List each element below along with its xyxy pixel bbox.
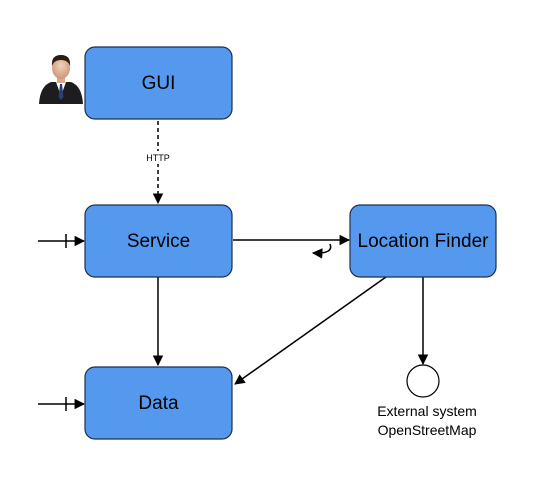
node-gui-label: GUI bbox=[142, 73, 176, 94]
edge-label-http: HTTP bbox=[146, 153, 170, 163]
node-location-finder[interactable]: Location Finder bbox=[349, 204, 497, 278]
external-system-label-line2: OpenStreetMap bbox=[378, 422, 477, 438]
node-service[interactable]: Service bbox=[84, 204, 233, 278]
node-data-label: Data bbox=[138, 393, 179, 414]
node-service-label: Service bbox=[127, 231, 190, 252]
external-system-node[interactable] bbox=[406, 364, 440, 398]
node-gui[interactable]: GUI bbox=[84, 46, 233, 120]
external-system-label-line1: External system bbox=[377, 403, 477, 419]
edge-location-finder-data bbox=[234, 276, 387, 385]
return-hook-arrow bbox=[311, 243, 332, 259]
node-location-finder-label: Location Finder bbox=[358, 231, 490, 252]
user-avatar-icon bbox=[39, 55, 83, 104]
node-data[interactable]: Data bbox=[84, 366, 233, 440]
http-label-background bbox=[143, 151, 173, 164]
